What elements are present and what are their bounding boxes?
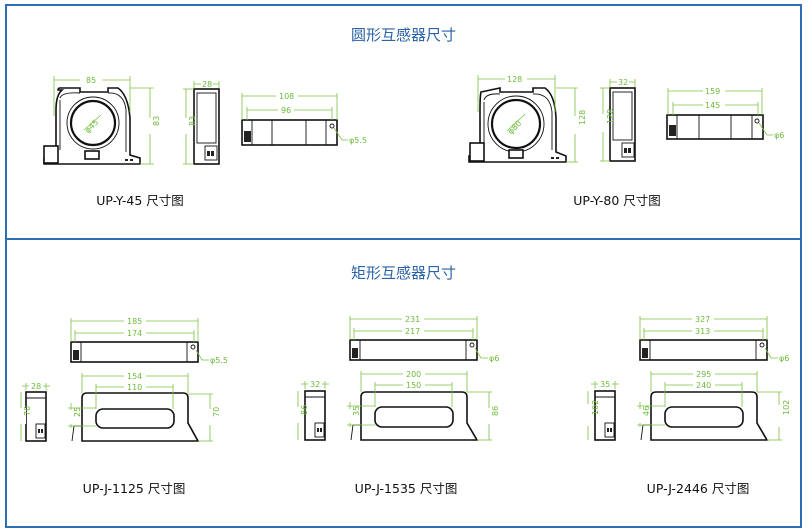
front-view: 200 150 35 86 [344,369,500,441]
front-width-label: 295 [696,370,711,379]
side-view: 28 70 [16,381,50,442]
top-view: 231 217 φ6 [349,314,499,363]
front-window-width-label: 150 [406,381,421,390]
front-height-label: 102 [782,400,791,415]
top-overall-label: 327 [695,315,710,324]
side-width-label: 32 [618,78,628,87]
screw-hole-label: φ6 [779,354,789,363]
front-view: 295 240 46 102 [634,369,791,441]
front-view: φ45 85 83 [43,75,161,165]
top-mount-label: 174 [127,329,142,338]
top-overall-label: 108 [279,92,294,101]
top-overall-label: 185 [127,317,142,326]
front-height-label: 70 [212,407,221,417]
front-width-label: 200 [406,370,421,379]
top-view: 108 96 φ5.5 [241,91,367,146]
side-height-label: 102 [591,400,600,415]
front-view: 154 110 25 70 [65,371,221,442]
front-width-label: 85 [86,76,96,85]
screw-hole-label: φ5.5 [349,136,367,145]
top-overall-label: 159 [705,87,720,96]
caption-up-j-2446: UP-J-2446 尺寸图 [646,481,750,496]
front-window-width-label: 110 [127,383,142,392]
front-window-height-label: 46 [642,406,651,416]
side-view: 28 83 [181,79,220,165]
drawing-up-j-1535: 231 217 φ6 32 86 [293,314,500,441]
caption-up-j-1535: UP-J-1535 尺寸图 [354,481,458,496]
top-overall-label: 231 [405,315,420,324]
drawing-up-y-80: φ80 128 128 32 128 [468,74,784,163]
front-window-height-label: 25 [73,407,82,417]
side-height-label: 86 [300,405,309,415]
caption-up-y-80: UP-Y-80 尺寸图 [573,193,661,208]
side-view: 32 128 [598,77,636,162]
section-title-rect: 矩形互感器尺寸 [350,264,456,282]
side-width-label: 35 [600,380,610,389]
drawing-up-y-45: φ45 85 83 28 83 [43,75,367,165]
screw-hole-label: φ6 [774,131,784,140]
top-view: 327 313 φ6 [639,314,789,363]
front-height-label: 83 [152,116,161,126]
top-mount-label: 217 [405,327,420,336]
section-title-round: 圆形互感器尺寸 [350,26,456,44]
side-height-label: 128 [606,109,615,124]
side-height-label: 70 [23,406,32,416]
side-view: 32 86 [293,379,329,441]
drawing-up-j-1125: 185 174 φ5.5 28 70 [16,316,228,442]
top-mount-label: 145 [705,101,720,110]
top-mount-label: 96 [281,106,291,115]
side-view: 35 102 [583,379,619,441]
top-mount-label: 313 [695,327,710,336]
front-view: φ80 128 128 [468,74,587,163]
caption-up-y-45: UP-Y-45 尺寸图 [96,193,184,208]
front-window-height-label: 35 [352,406,361,416]
caption-up-j-1125: UP-J-1125 尺寸图 [82,481,186,496]
top-view: 185 174 φ5.5 [70,316,228,365]
side-height-label: 83 [188,116,197,126]
side-width-label: 28 [202,80,212,89]
top-view: 159 145 φ6 [666,86,784,140]
front-width-label: 128 [507,75,522,84]
front-height-label: 128 [578,110,587,125]
side-width-label: 32 [310,380,320,389]
front-height-label: 86 [491,406,500,416]
front-width-label: 154 [127,372,142,381]
screw-hole-label: φ6 [489,354,499,363]
drawing-up-j-2446: 327 313 φ6 35 102 [583,314,791,441]
side-width-label: 28 [31,382,41,391]
screw-hole-label: φ5.5 [210,356,228,365]
front-window-width-label: 240 [696,381,711,390]
